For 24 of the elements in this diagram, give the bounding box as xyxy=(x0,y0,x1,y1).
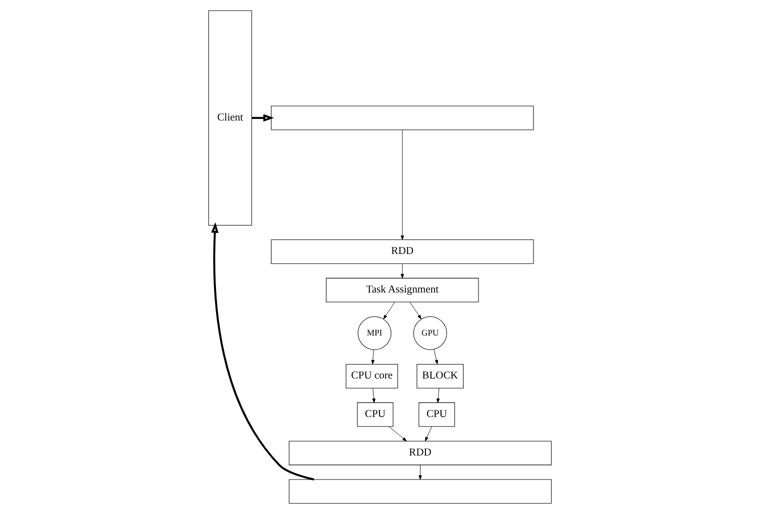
node-circle: MPI xyxy=(357,316,391,350)
arrow xyxy=(424,426,432,442)
node-box: CPU xyxy=(418,402,454,427)
arrow xyxy=(370,350,374,364)
node-box xyxy=(270,106,534,130)
arrow xyxy=(388,426,406,442)
arrow xyxy=(436,388,440,403)
node-box: RDD xyxy=(288,440,552,466)
arrow xyxy=(382,302,394,320)
arrow xyxy=(372,388,375,403)
arrow xyxy=(400,263,404,278)
node-box: RDD xyxy=(270,240,534,264)
arrow xyxy=(409,302,421,320)
arrow xyxy=(433,349,438,364)
arrow xyxy=(251,114,274,122)
arrow xyxy=(400,130,404,240)
node-circle: GPU xyxy=(412,316,446,350)
node-box: Client xyxy=(208,10,252,226)
node-box: BLOCK xyxy=(416,364,464,388)
node-box: CPU xyxy=(356,402,393,427)
arrow xyxy=(418,464,422,480)
node-box: CPU core xyxy=(345,364,398,388)
node-box: Task Assignment xyxy=(325,278,478,302)
node-box xyxy=(288,479,552,504)
